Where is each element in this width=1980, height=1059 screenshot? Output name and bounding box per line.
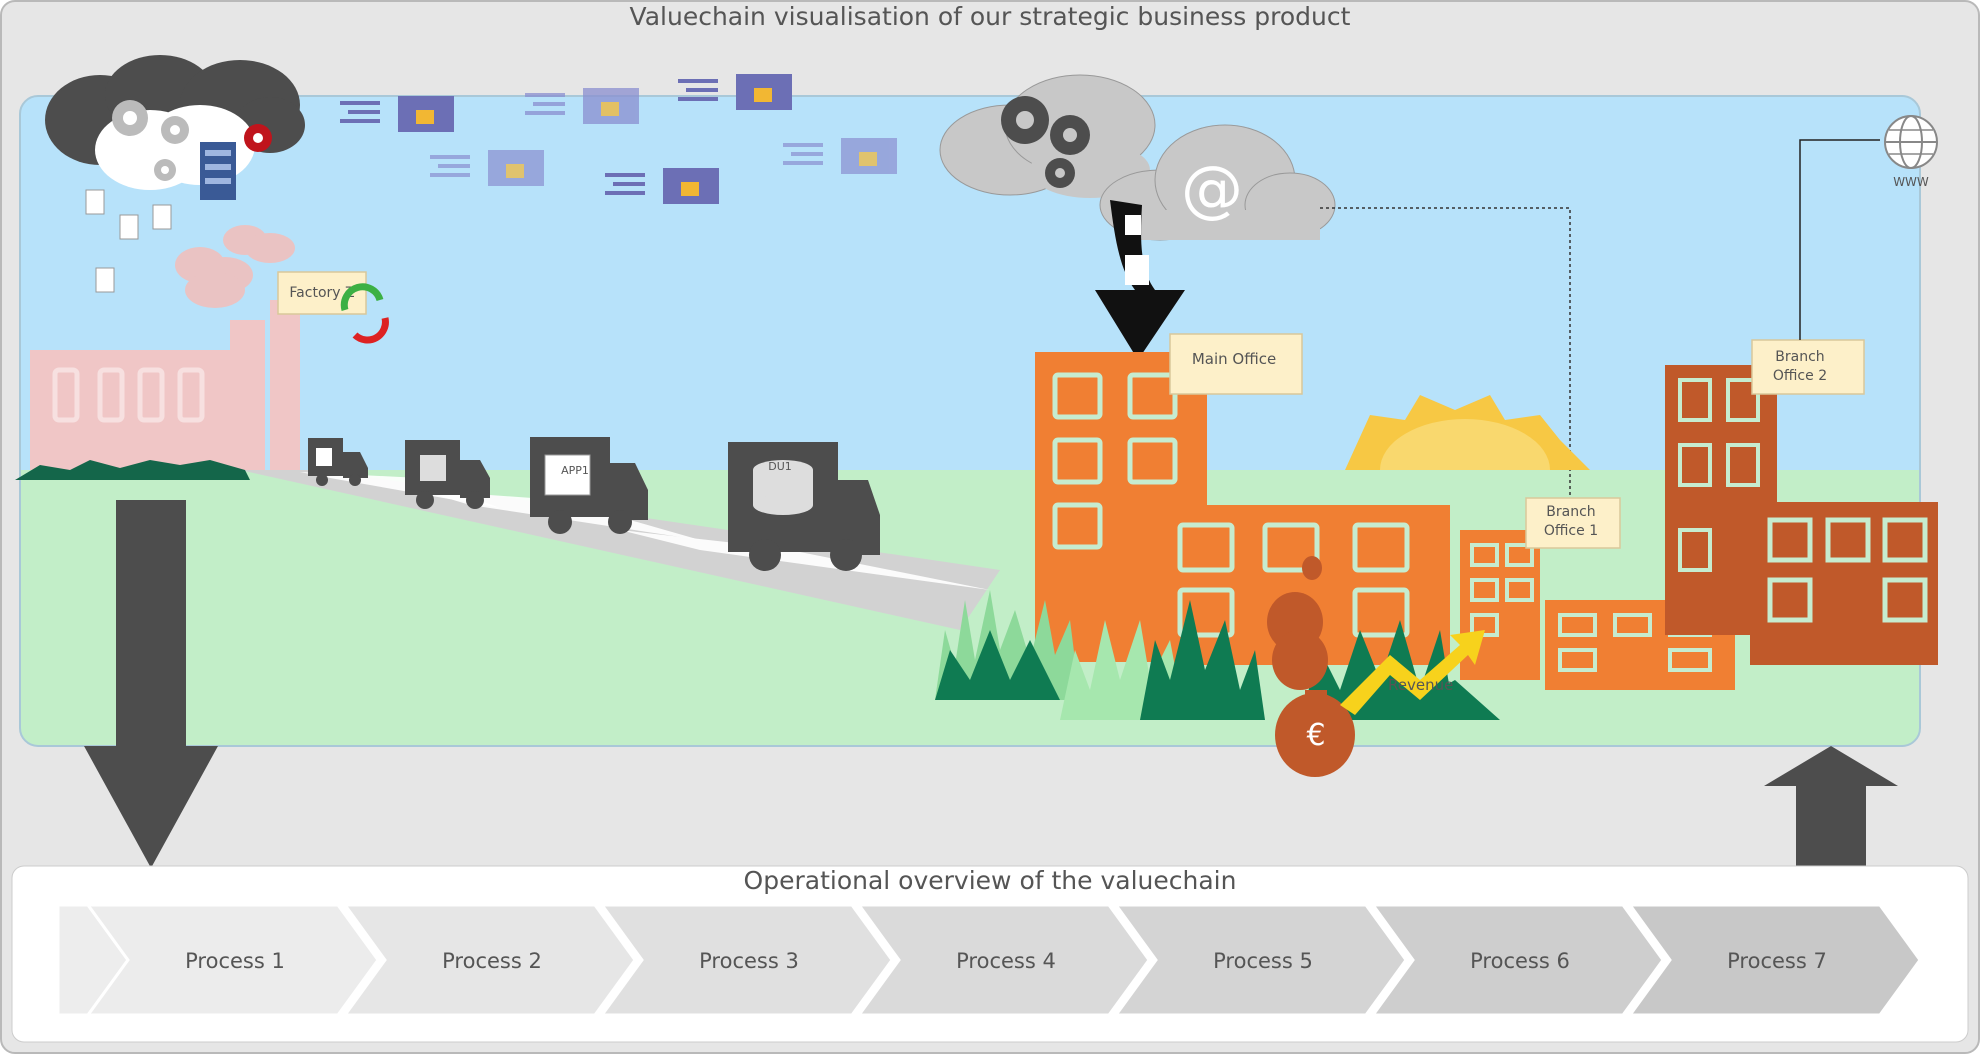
smoke-clouds	[175, 225, 295, 308]
process-label-5: Process 5	[1213, 949, 1313, 973]
branch1-label-line2: Office 1	[1544, 523, 1598, 539]
money-bags-icon	[1267, 556, 1355, 777]
www-label: WWW	[1893, 175, 1929, 189]
up-arrow-icon	[1764, 746, 1898, 868]
process-chevron-4[interactable]	[856, 903, 1151, 1017]
cloud-server-icon	[45, 55, 305, 200]
sun-icon	[1345, 395, 1590, 470]
process-label-6: Process 6	[1470, 949, 1570, 973]
process-chevrons: Process 1 Process 2 Process 3 Process 4 Proc…	[56, 903, 1922, 1017]
truck-db-label: DU1	[768, 460, 792, 473]
process-chevron-3[interactable]	[599, 903, 894, 1017]
process-label-1: Process 1	[185, 949, 285, 973]
euro-symbol: €	[1306, 718, 1325, 753]
process-chevron-5[interactable]	[1113, 903, 1408, 1017]
truck-icon-2	[405, 440, 490, 509]
truck-icon-3	[530, 437, 648, 534]
road-arrow-3	[620, 530, 990, 590]
www-connector	[1799, 139, 1880, 340]
branch-office-1-scroll: Branch Office 1	[1525, 497, 1621, 549]
main-office-scroll: Main Office	[1169, 333, 1303, 395]
road	[240, 470, 1000, 630]
page-title: Valuechain visualisation of our strategi…	[629, 2, 1351, 31]
download-arrow-icon	[1095, 200, 1185, 360]
main-office-building	[1035, 352, 1735, 690]
branch2-label-line2: Office 2	[1773, 368, 1827, 384]
encrypted-email-icons	[340, 74, 897, 204]
main-office-label: Main Office	[1192, 350, 1276, 368]
document-icons	[85, 189, 172, 293]
process-label-4: Process 4	[956, 949, 1056, 973]
factory-label: Factory Z	[289, 285, 354, 301]
scene	[20, 96, 1920, 746]
branch-office-2-building	[1665, 365, 1938, 665]
truck-icon-1	[308, 438, 368, 486]
process-chevron-1[interactable]	[85, 903, 380, 1017]
operational-title: Operational overview of the valuechain	[743, 866, 1237, 895]
process-chevron-6[interactable]	[1370, 903, 1665, 1017]
factory-building	[15, 300, 300, 480]
process-chevron-7[interactable]	[1627, 903, 1922, 1017]
down-arrow-icon	[84, 500, 218, 868]
globe-icon	[1884, 115, 1938, 169]
grass-tufts	[935, 590, 1500, 720]
revenue-arrow-icon	[1340, 630, 1485, 715]
dotted-connector	[1320, 207, 1571, 500]
scene-border	[19, 95, 1921, 747]
process-chevron-2[interactable]	[342, 903, 637, 1017]
process-label-3: Process 3	[699, 949, 799, 973]
truck-app-label: APP1	[561, 464, 589, 477]
branch-office-2-scroll: Branch Office 2	[1751, 339, 1865, 395]
refresh-icon	[340, 283, 389, 344]
at-sign: @	[1181, 152, 1243, 225]
truck-icon-4	[728, 442, 880, 571]
branch2-label-line1: Branch	[1775, 349, 1824, 365]
revenue-label: Revenue	[1388, 676, 1453, 694]
delivery-trucks	[308, 437, 880, 571]
process-label-7: Process 7	[1727, 949, 1827, 973]
branch1-label-line1: Branch	[1546, 504, 1595, 520]
process-label-2: Process 2	[442, 949, 542, 973]
